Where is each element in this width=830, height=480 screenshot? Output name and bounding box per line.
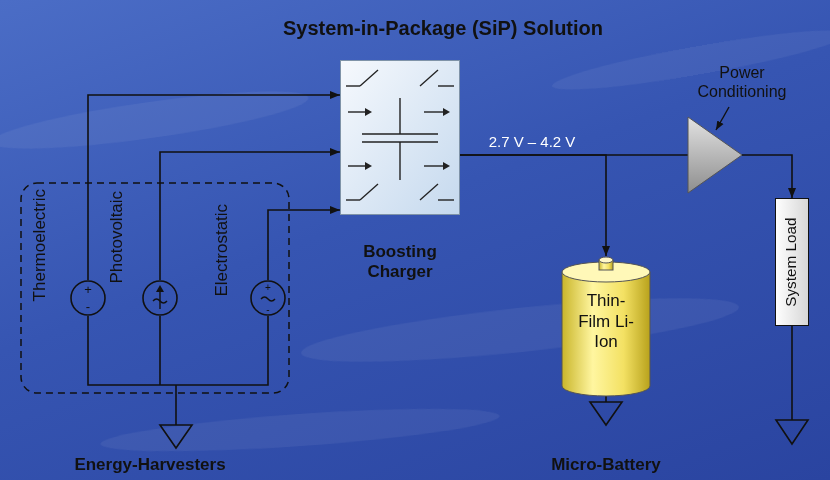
signal-wire <box>268 210 340 280</box>
dashed-group-outline <box>21 183 289 393</box>
block-caption: Power Conditioning <box>690 63 794 101</box>
source-circle <box>251 281 285 315</box>
switched-capacitor-symbol <box>346 70 454 200</box>
battery-terminal-top <box>599 257 613 263</box>
power-conditioning-amp: Power Conditioning <box>688 117 742 193</box>
ground-symbol <box>160 425 192 448</box>
switch-blade <box>360 184 378 200</box>
capacitor-lead <box>399 98 400 134</box>
polarity-mark: - <box>86 299 90 315</box>
micro-battery: Thin-Film Li-IonMicro-Battery <box>560 256 652 398</box>
ground-symbol <box>590 402 622 425</box>
diagram-title: System-in-Package (SiP) Solution <box>283 16 603 40</box>
source-circle <box>71 281 105 315</box>
charger-box <box>341 61 460 215</box>
harvester-group-outline <box>20 182 290 394</box>
polarity-mark: + <box>265 282 271 294</box>
capacitor-lead <box>399 142 400 180</box>
flow-arrow-head <box>365 108 372 116</box>
block-caption: Micro-Battery <box>551 455 661 475</box>
signal-wire <box>160 152 340 280</box>
voltage-range-label: 2.7 V – 4.2 V <box>489 133 576 151</box>
water-texture <box>0 20 830 460</box>
harvester-group: Energy-HarvestersThermoelectric+-Photovo… <box>20 182 290 394</box>
boosting-charger-outline <box>340 60 460 215</box>
signal-wire <box>742 155 792 198</box>
signal-wire <box>460 155 606 256</box>
flow-arrow <box>424 165 445 166</box>
block-caption: Boosting Charger <box>354 242 446 283</box>
flow-arrow-head <box>443 108 450 116</box>
current-arrow <box>159 290 160 309</box>
switch-blade <box>360 70 378 86</box>
system-load-box: System Load <box>775 198 809 326</box>
source-label: Thermoelectric <box>30 189 50 301</box>
ac-symbol <box>153 299 167 303</box>
photovoltaic-source-outline <box>142 280 178 316</box>
ground-wire <box>605 396 607 402</box>
battery-label: Thin-Film Li-Ion <box>574 291 638 352</box>
flow-arrow <box>424 111 445 112</box>
load-label: System Load <box>783 217 801 306</box>
flow-arrow <box>348 111 367 112</box>
switch-blade <box>420 70 438 86</box>
switch-contact <box>346 85 360 86</box>
flow-arrow <box>348 165 367 166</box>
load-rectangle <box>776 199 809 326</box>
electrostatic-source: Electrostatic+- <box>250 280 286 316</box>
power-conditioning-amp-outline <box>688 117 742 193</box>
leader-arrow <box>716 107 729 130</box>
flow-arrow-head <box>443 162 450 170</box>
ground-symbol <box>776 420 808 444</box>
current-arrow-head <box>156 285 164 292</box>
boosting-charger: Boosting Charger <box>340 60 460 215</box>
return-wire <box>88 316 268 425</box>
ac-symbol <box>261 297 275 301</box>
amplifier-triangle <box>688 117 742 193</box>
capacitor-plate <box>362 133 438 134</box>
source-label: Electrostatic <box>212 204 232 297</box>
flow-arrow-head <box>365 162 372 170</box>
ground-wire <box>791 326 793 420</box>
source-label: Photovoltaic <box>107 191 127 284</box>
switch-blade <box>420 184 438 200</box>
switch-contact <box>438 199 454 200</box>
switch-contact <box>346 199 360 200</box>
polarity-mark: - <box>266 304 269 316</box>
battery-body <box>562 272 650 396</box>
switch-contact <box>438 85 454 86</box>
group-caption: Energy-Harvesters <box>74 455 225 475</box>
photovoltaic-source: Photovoltaic <box>142 280 178 316</box>
thermoelectric-source: Thermoelectric+- <box>70 280 106 316</box>
polarity-mark: + <box>84 282 92 298</box>
source-circle <box>143 281 177 315</box>
